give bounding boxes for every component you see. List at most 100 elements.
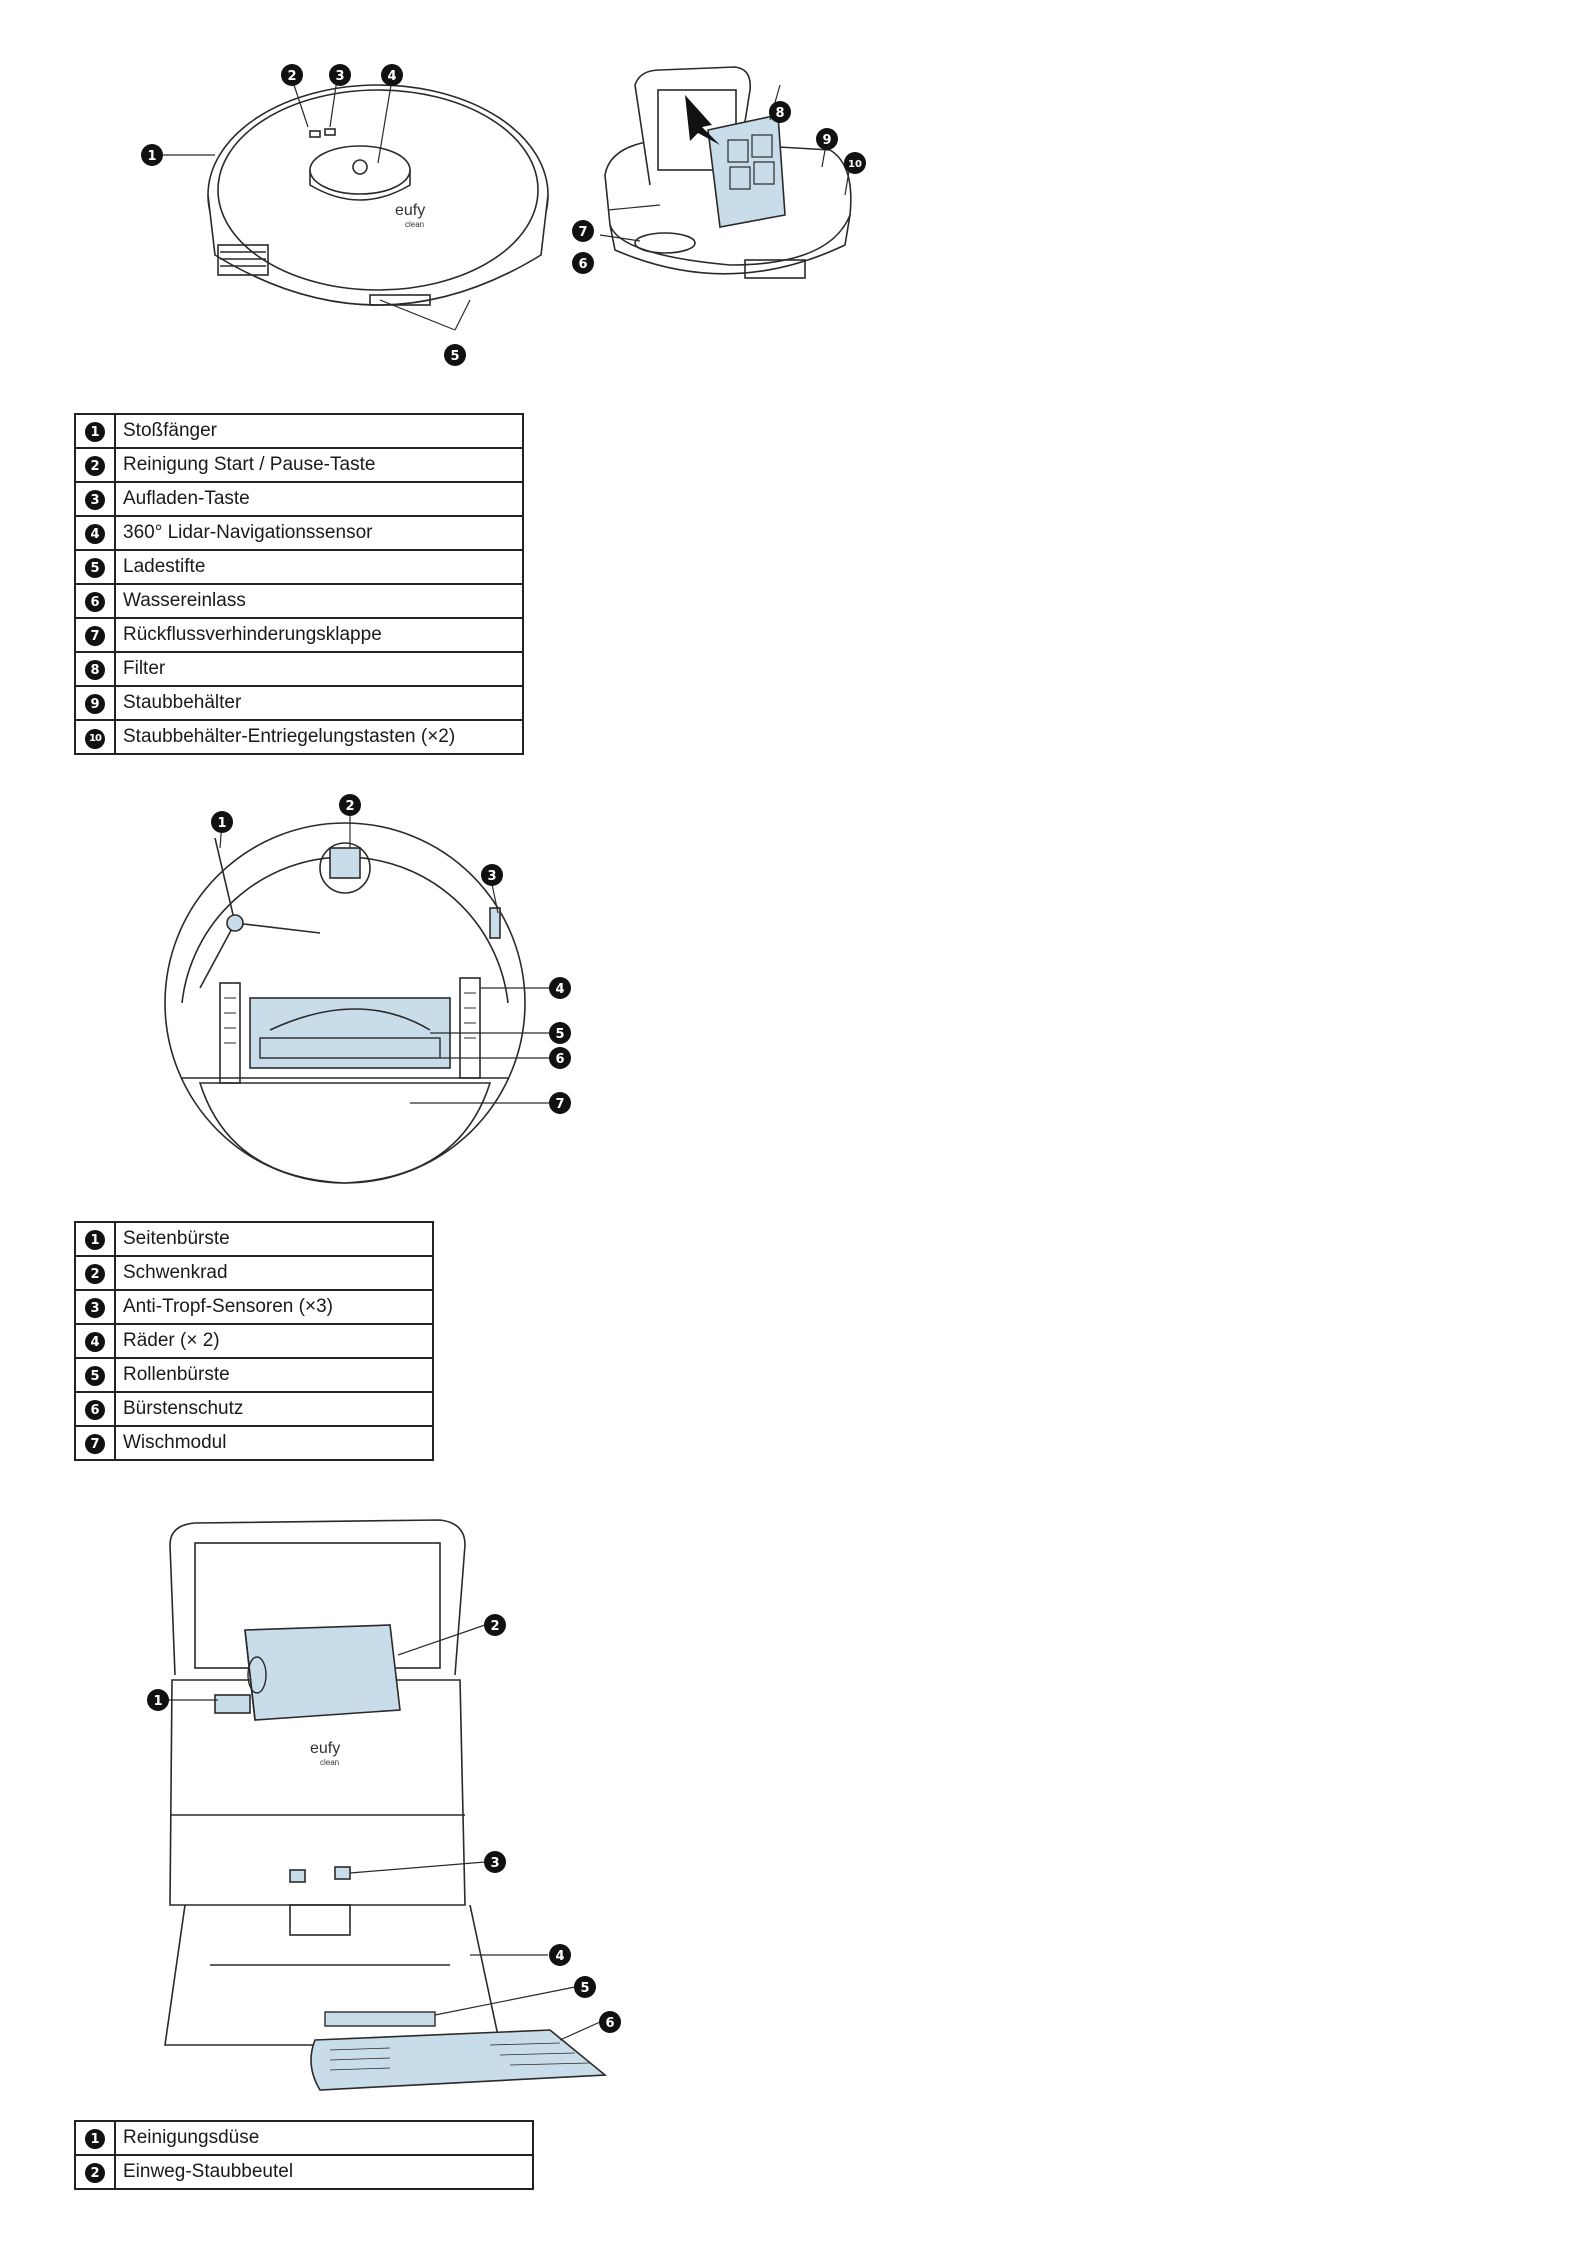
- legend-label: Aufladen-Taste: [114, 481, 524, 517]
- figure-robot-underside: 1 2 3 4 5 6 7: [164, 794, 571, 1184]
- underside-callout-4: 4: [555, 982, 564, 997]
- legend-row: 4 360° Lidar-Navigationssensor: [74, 515, 524, 551]
- number-badge: 8: [85, 660, 105, 681]
- number-badge: 2: [85, 2163, 105, 2184]
- number-badge: 5: [85, 1366, 105, 1387]
- legend-row: 10 Staubbehälter-Entriegelungstasten (×2): [74, 719, 524, 755]
- legend-number-cell: 4: [74, 515, 116, 551]
- legend-label: Einweg-Staubbeutel: [114, 2154, 534, 2190]
- legend-label: Stoßfänger: [114, 413, 524, 449]
- legend-table-1: 1 Stoßfänger 2 Reinigung Start / Pause-Tast…: [74, 413, 524, 755]
- legend-number-cell: 5: [74, 1357, 116, 1393]
- legend-number-cell: 1: [74, 2120, 116, 2156]
- legend-label: Räder (× 2): [114, 1323, 434, 1359]
- legend-number-cell: 5: [74, 549, 116, 585]
- callout-10: 10: [848, 159, 862, 170]
- legend-label: Ladestifte: [114, 549, 524, 585]
- legend-row: 3 Aufladen-Taste: [74, 481, 524, 517]
- legend-label: Seitenbürste: [114, 1221, 434, 1257]
- number-badge: 9: [85, 694, 105, 715]
- station-callout-2: 2: [490, 1619, 499, 1634]
- underside-callout-7: 7: [555, 1097, 564, 1112]
- legend-label: Reinigung Start / Pause-Taste: [114, 447, 524, 483]
- legend-row: 1 Stoßfänger: [74, 413, 524, 449]
- callout-1: 1: [147, 149, 156, 164]
- legend-row: 1 Seitenbürste: [74, 1221, 434, 1257]
- legend-number-cell: 6: [74, 583, 116, 619]
- legend-label: Anti-Tropf-Sensoren (×3): [114, 1289, 434, 1325]
- legend-row: 8 Filter: [74, 651, 524, 687]
- legend-row: 1 Reinigungsdüse: [74, 2120, 534, 2156]
- legend-number-cell: 2: [74, 1255, 116, 1291]
- robot-sub-label: clean: [405, 220, 424, 229]
- legend-row: 2 Einweg-Staubbeutel: [74, 2154, 534, 2190]
- number-badge: 1: [85, 422, 105, 443]
- number-badge: 7: [85, 1434, 105, 1455]
- underside-callout-3: 3: [487, 869, 496, 884]
- number-badge: 4: [85, 524, 105, 545]
- legend-row: 4 Räder (× 2): [74, 1323, 434, 1359]
- number-badge: 3: [85, 490, 105, 511]
- legend-number-cell: 2: [74, 2154, 116, 2190]
- callout-8: 8: [775, 106, 784, 121]
- number-badge: 1: [85, 1230, 105, 1251]
- legend-row: 6 Bürstenschutz: [74, 1391, 434, 1427]
- legend-label: Schwenkrad: [114, 1255, 434, 1291]
- number-badge: 10: [85, 728, 105, 749]
- callout-3: 3: [335, 69, 344, 84]
- legend-number-cell: 10: [74, 719, 116, 755]
- legend-label: Staubbehälter-Entriegelungstasten (×2): [114, 719, 524, 755]
- legend-table-3: 1 Reinigungsdüse 2 Einweg-Staubbeutel: [74, 2120, 534, 2190]
- number-badge: 1: [85, 2129, 105, 2150]
- station-callout-3: 3: [490, 1856, 499, 1871]
- legend-number-cell: 4: [74, 1323, 116, 1359]
- number-badge: 2: [85, 456, 105, 477]
- number-badge: 2: [85, 1264, 105, 1285]
- legend-number-cell: 7: [74, 1425, 116, 1461]
- station-callout-4: 4: [555, 1949, 564, 1964]
- number-badge: 6: [85, 1400, 105, 1421]
- number-badge: 4: [85, 1332, 105, 1353]
- legend-number-cell: 3: [74, 481, 116, 517]
- callout-9: 9: [822, 133, 831, 148]
- callout-2: 2: [287, 69, 296, 84]
- legend-number-cell: 6: [74, 1391, 116, 1427]
- underside-callout-6: 6: [555, 1052, 564, 1067]
- callout-4: 4: [387, 69, 396, 84]
- callout-5: 5: [450, 349, 459, 364]
- legend-number-cell: 1: [74, 1221, 116, 1257]
- legend-table-2: 1 Seitenbürste 2 Schwenkrad 3 Anti-Tropf-Sens…: [74, 1221, 434, 1461]
- underside-callout-1: 1: [217, 816, 226, 831]
- legend-label: Wassereinlass: [114, 583, 524, 619]
- legend-number-cell: 3: [74, 1289, 116, 1325]
- legend-row: 6 Wassereinlass: [74, 583, 524, 619]
- robot-brand-label: eufy: [395, 202, 425, 219]
- legend-number-cell: 9: [74, 685, 116, 721]
- station-brand-label: eufy: [310, 1740, 340, 1757]
- legend-label: Rückflussverhinderungsklappe: [114, 617, 524, 653]
- legend-label: Rollenbürste: [114, 1357, 434, 1393]
- legend-label: Filter: [114, 651, 524, 687]
- station-callout-5: 5: [580, 1981, 589, 1996]
- legend-row: 7 Rückflussverhinderungsklappe: [74, 617, 524, 653]
- legend-row: 2 Schwenkrad: [74, 1255, 434, 1291]
- callout-7: 7: [578, 225, 587, 240]
- number-badge: 3: [85, 1298, 105, 1319]
- legend-row: 3 Anti-Tropf-Sensoren (×3): [74, 1289, 434, 1325]
- legend-label: Reinigungsdüse: [114, 2120, 534, 2156]
- legend-row: 5 Rollenbürste: [74, 1357, 434, 1393]
- station-callout-6: 6: [605, 2016, 614, 2031]
- callout-6: 6: [578, 257, 587, 272]
- number-badge: 7: [85, 626, 105, 647]
- legend-row: 2 Reinigung Start / Pause-Taste: [74, 447, 524, 483]
- underside-callout-5: 5: [555, 1027, 564, 1042]
- number-badge: 6: [85, 592, 105, 613]
- station-sub-label: clean: [320, 1758, 339, 1767]
- legend-label: Bürstenschutz: [114, 1391, 434, 1427]
- legend-label: 360° Lidar-Navigationssensor: [114, 515, 524, 551]
- legend-number-cell: 2: [74, 447, 116, 483]
- station-callout-1: 1: [153, 1694, 162, 1709]
- legend-number-cell: 7: [74, 617, 116, 653]
